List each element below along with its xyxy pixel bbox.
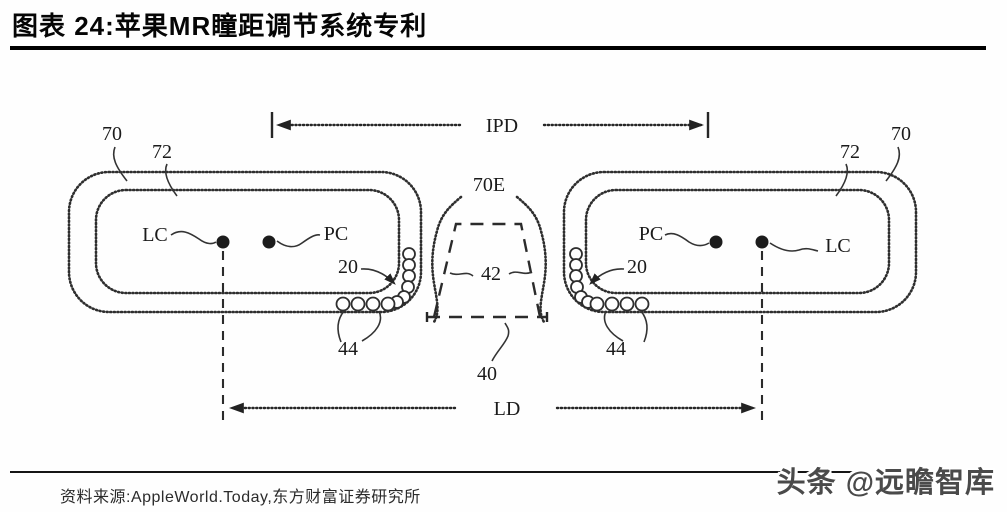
leader-72-left bbox=[164, 163, 178, 197]
title-divider bbox=[10, 46, 986, 50]
label-20-right: 20 bbox=[627, 256, 647, 278]
arrow-20-left bbox=[360, 268, 396, 285]
bridge-edge-right bbox=[515, 195, 547, 324]
leader-72-right bbox=[835, 163, 849, 197]
right-lens-center-dot bbox=[755, 235, 769, 249]
lc-left-leader bbox=[170, 230, 217, 245]
label-pc-left: PC bbox=[324, 223, 348, 245]
right-lens-module: PC LC 20 70 72 44 bbox=[562, 123, 918, 420]
pc-left-leader bbox=[276, 234, 321, 248]
right-inner-frame bbox=[584, 188, 891, 295]
left-lens-module: LC PC 20 70 72 44 bbox=[67, 123, 423, 420]
right-ball-bearings bbox=[569, 247, 650, 312]
left-ball-bearings bbox=[335, 247, 416, 312]
label-42: 42 bbox=[481, 263, 501, 285]
label-44-left: 44 bbox=[338, 338, 358, 360]
label-lc-right: LC bbox=[825, 235, 851, 257]
label-40: 40 bbox=[477, 363, 497, 385]
left-pupil-center-dot bbox=[262, 235, 276, 249]
leader-42-left bbox=[449, 272, 474, 277]
figure-title: 图表 24:苹果MR瞳距调节系统专利 bbox=[12, 11, 428, 41]
label-lc-left: LC bbox=[142, 224, 168, 246]
label-20-left: 20 bbox=[338, 256, 358, 278]
watermark-toutiao: 头条 @远瞻智库 bbox=[776, 467, 995, 499]
leader-44-left-b bbox=[361, 310, 382, 342]
leader-42-right bbox=[508, 271, 533, 275]
leader-44-right-a bbox=[640, 310, 648, 343]
lc-right-leader bbox=[769, 242, 819, 252]
label-pc-right: PC bbox=[639, 223, 663, 245]
label-72-left: 72 bbox=[152, 141, 172, 163]
source-text: 资料来源:AppleWorld.Today,东方财富证券研究所 bbox=[60, 489, 421, 506]
label-72-right: 72 bbox=[840, 141, 860, 163]
ld-dimension: LD bbox=[228, 398, 757, 420]
label-70e: 70E bbox=[473, 174, 505, 196]
nose-guide: 42 40 bbox=[425, 222, 549, 385]
guide-outline bbox=[432, 222, 542, 318]
label-70-right: 70 bbox=[891, 123, 911, 145]
leader-40 bbox=[491, 322, 510, 362]
bridge-edge-left bbox=[431, 195, 463, 324]
leader-44-right-b bbox=[603, 310, 624, 342]
label-ipd: IPD bbox=[486, 115, 518, 137]
left-outer-housing bbox=[67, 170, 423, 314]
left-lens-center-dot bbox=[216, 235, 230, 249]
right-pupil-center-dot bbox=[709, 235, 723, 249]
guide-baseline-ticks bbox=[425, 312, 549, 322]
label-ld: LD bbox=[494, 398, 521, 420]
leader-70-right bbox=[885, 146, 901, 182]
label-44-right: 44 bbox=[606, 338, 626, 360]
ipd-dimension: IPD bbox=[270, 112, 710, 138]
label-70-left: 70 bbox=[102, 123, 122, 145]
source-divider bbox=[10, 471, 856, 473]
arrow-20-right bbox=[589, 268, 625, 285]
pc-right-leader bbox=[664, 232, 710, 247]
leader-44-left-a bbox=[337, 310, 345, 343]
right-outer-housing bbox=[562, 170, 918, 314]
leader-70-left bbox=[112, 146, 128, 182]
left-inner-frame bbox=[94, 188, 401, 295]
